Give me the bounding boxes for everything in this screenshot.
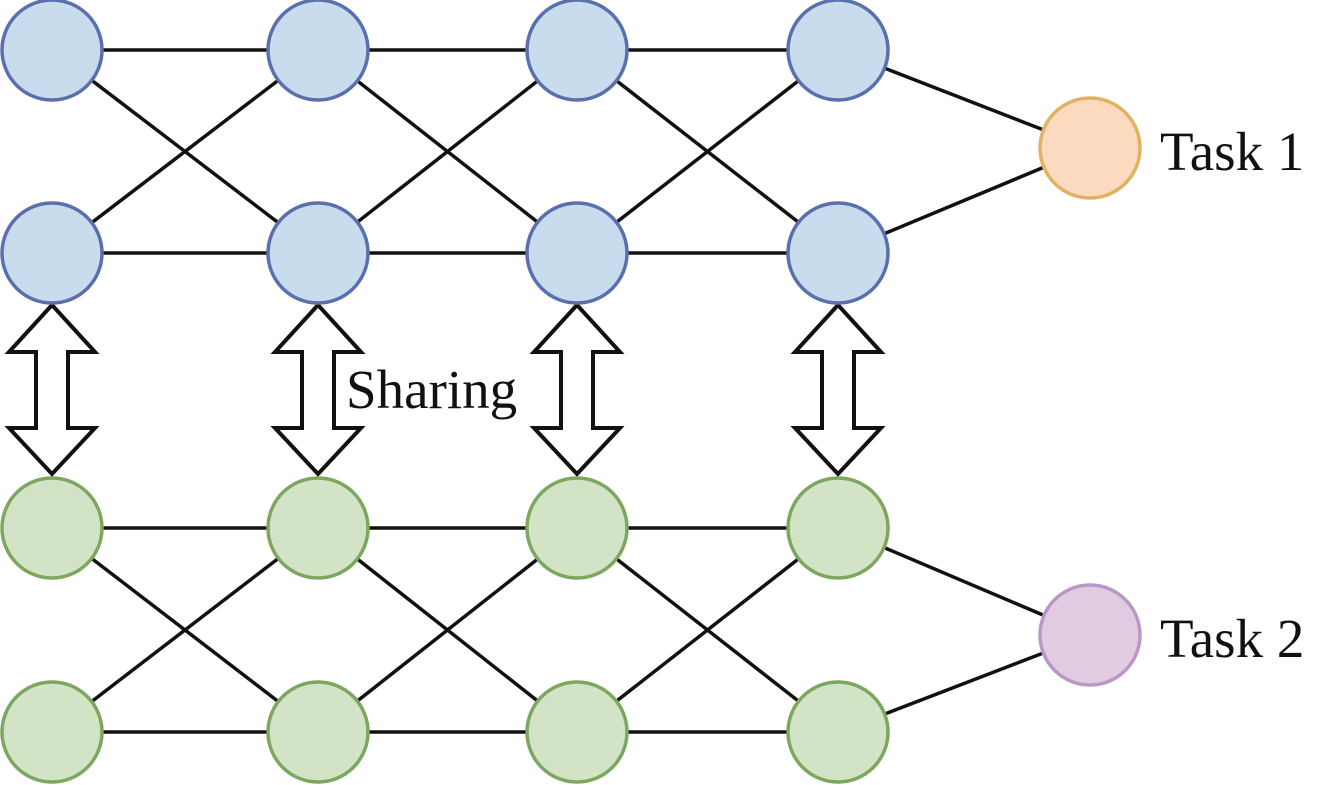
nodes-layer <box>0 0 1142 784</box>
sharing-arrow-icon <box>270 302 366 477</box>
task2-network-node <box>525 476 629 580</box>
task2-network-edge <box>575 526 840 734</box>
task2-network-node <box>0 476 104 580</box>
task2-network-edge <box>50 526 320 734</box>
task1-network-edge <box>316 48 579 255</box>
sharing-arrow-icon <box>790 302 886 477</box>
task2-label: Task 2 <box>1160 608 1304 669</box>
task2-network-node <box>0 680 104 784</box>
task2-network-node <box>786 476 890 580</box>
labels-layer: Sharing Task 1 Task 2 <box>340 121 1304 669</box>
task1-output-node <box>1038 96 1142 200</box>
task1-network-edge <box>575 48 840 255</box>
task1-network-node <box>0 0 104 102</box>
sharing-arrow-icon <box>529 302 625 477</box>
task1-network-node <box>0 201 104 305</box>
sharing-arrows-layer <box>4 302 886 477</box>
task1-network-node <box>786 201 890 305</box>
sharing-label: Sharing <box>346 359 517 420</box>
task1-network-edge <box>50 48 320 255</box>
task2-network-node <box>266 476 370 580</box>
task1-network-node <box>525 0 629 102</box>
task2-network-edge <box>316 526 579 734</box>
sharing-arrow-icon <box>4 302 100 477</box>
task1-network-node <box>266 0 370 102</box>
task1-network-node <box>266 201 370 305</box>
task1-network-node <box>786 0 890 102</box>
task2-output-node <box>1038 583 1142 687</box>
task2-network-node <box>525 680 629 784</box>
task1-label: Task 1 <box>1160 121 1304 182</box>
task2-network-node <box>266 680 370 784</box>
sharing-label-background <box>340 355 554 421</box>
task1-network-node <box>525 201 629 305</box>
task2-network-node <box>786 680 890 784</box>
